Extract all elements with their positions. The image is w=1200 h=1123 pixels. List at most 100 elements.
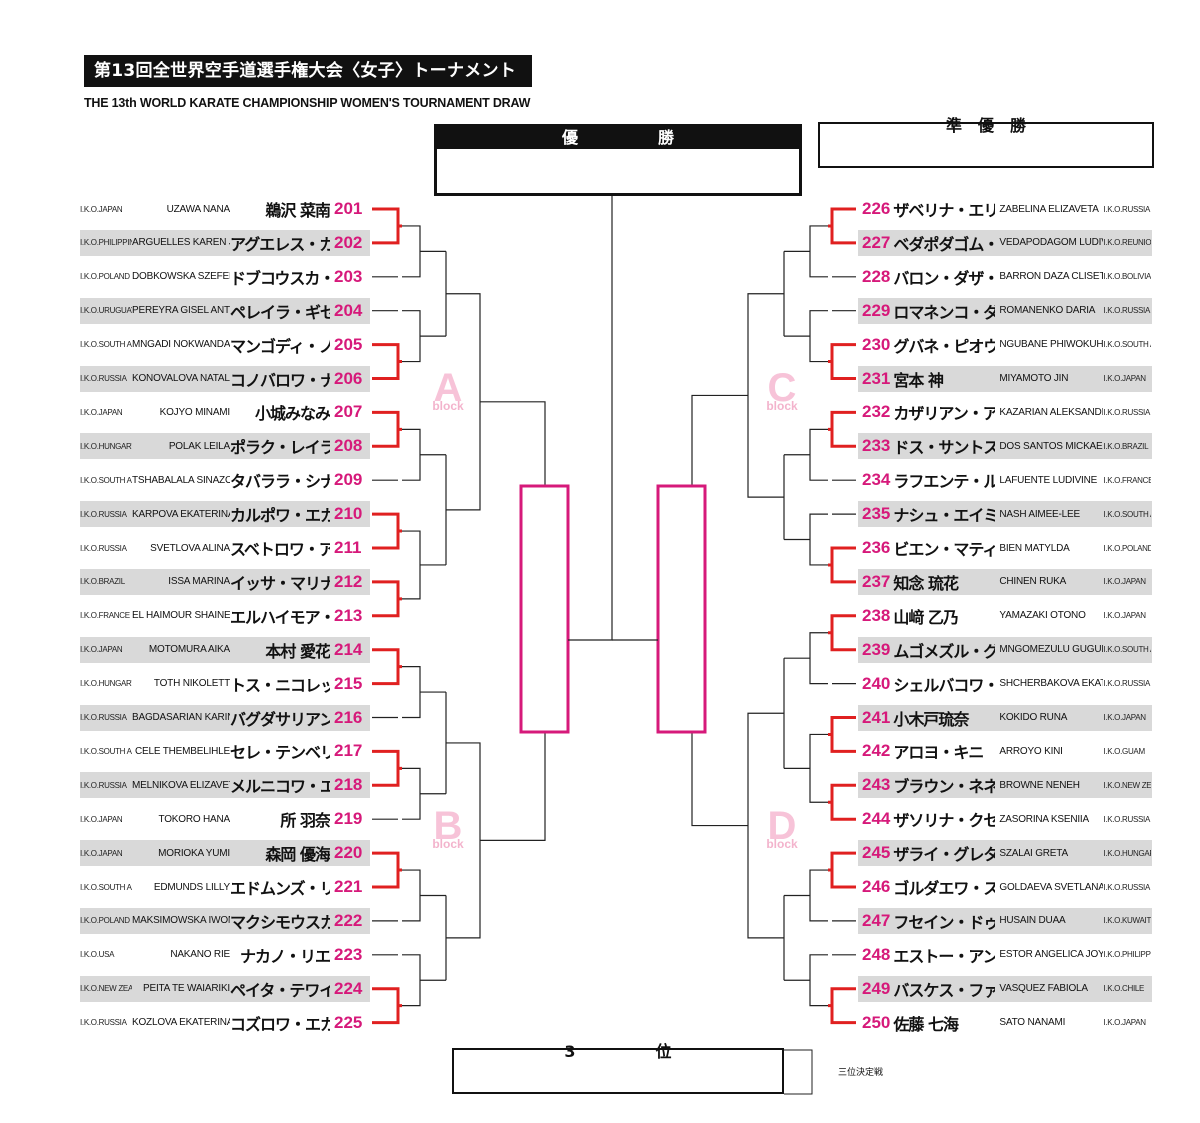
participant-roman-name: SVETLOVA ALINA: [150, 542, 230, 554]
participant-roman-name: PEITA TE WAIARIKI: [143, 983, 230, 995]
participant-kana-name: グバネ・ピオウクレ: [893, 336, 996, 356]
participant-number: 231: [862, 368, 891, 388]
bracket-line: [809, 954, 828, 1007]
winner-path-line: [372, 851, 402, 872]
participant-roman-name: GOLDAEVA SVETLANA: [999, 881, 1104, 893]
participant-kana-name: エドムンズ・リリー: [230, 879, 330, 898]
participant-org: I.K.O.JAPAN: [80, 407, 123, 417]
participant-roman-name: KOJYO MINAMI: [159, 406, 230, 418]
participant-org: I.K.O.SOUTH AFRICA: [1103, 340, 1151, 350]
participant-row: I.K.O.NEW ZEALANDPEITA TE WAIARIKIペイタ・テワ…: [80, 975, 370, 1002]
participant-roman-name: MIYAMOTO JIN: [999, 373, 1069, 384]
winner-path-line: [372, 1005, 400, 1025]
winner-path-line: [828, 716, 856, 736]
participant-number: 246: [862, 877, 891, 896]
participant-number: 216: [334, 707, 363, 727]
participant-row: I.K.O.SOUTH AFRICAEDMUNDS LILLYエドムンズ・リリー…: [80, 874, 370, 900]
participant-number: 215: [334, 673, 363, 693]
winner-path-line: [372, 987, 402, 1008]
block-c-letter: C: [767, 366, 797, 410]
participant-roman-name: KARPOVA EKATERINA: [132, 508, 230, 520]
participant-org: I.K.O.JAPAN: [1103, 577, 1146, 587]
participant-number: 229: [862, 300, 891, 320]
winner-path-line: [372, 410, 402, 431]
participant-number: 250: [862, 1012, 891, 1032]
winner-path-line: [828, 851, 856, 872]
bracket-line: [809, 310, 828, 363]
participant-kana-name: ザソリナ・クセニア: [893, 811, 996, 831]
participant-roman-name: KOZLOVA EKATERINA: [132, 1017, 230, 1029]
bracket-line: [402, 954, 421, 1007]
participant-roman-name: BAGDASARIAN KARINE: [132, 712, 230, 723]
participant-kana-name: 佐藤 七海: [893, 1014, 959, 1034]
participant-org: I.K.O.RUSSIA: [1103, 882, 1151, 892]
block-c-word: block: [766, 399, 798, 413]
participant-kana-name: ゴルダエワ・スベトラーナ: [893, 879, 996, 898]
winner-path-line: [830, 632, 856, 652]
winner-path-line: [372, 666, 400, 686]
winner-path-line: [372, 207, 402, 228]
participant-number: 232: [862, 402, 891, 422]
participant-number: 209: [334, 470, 363, 490]
participant-org: I.K.O.RUSSIA: [80, 713, 127, 722]
block-a-letter: A: [433, 366, 463, 410]
participant-org: I.K.O.PHILIPPINES: [80, 238, 132, 248]
winner-path-line: [828, 207, 856, 228]
semifinal-box-left: [519, 484, 570, 734]
winner-path-line: [372, 531, 400, 550]
bracket-line: [468, 293, 481, 511]
participant-org: I.K.O.BRAZIL: [1103, 441, 1149, 451]
bracket-line: [480, 401, 546, 486]
participant-number: 240: [862, 673, 891, 693]
participant-roman-name: TSHABALALA SINAZO: [132, 474, 230, 486]
participant-kana-name: シェルバコワ・エカテリーナ: [893, 675, 995, 695]
participant-org: I.K.O.RUSSIA: [80, 780, 127, 790]
participant-number: 201: [334, 199, 363, 218]
bracket-line: [809, 733, 828, 803]
third-place-match-label: 三位決定戦: [838, 1068, 884, 1078]
participant-number: 234: [862, 470, 891, 490]
participant-kana-name: 小木戸琉奈: [893, 709, 969, 729]
winner-path-line: [830, 1005, 856, 1025]
participant-kana-name: ナシュ・エイミーリー: [893, 506, 996, 526]
winner-path-line: [828, 614, 856, 635]
participant-org: I.K.O.BRAZIL: [80, 577, 125, 587]
participant-kana-name: 本村 愛花: [265, 641, 330, 661]
participant-roman-name: MOTOMURA AIKA: [148, 644, 230, 656]
page-title: 第13回全世界空手道選手権大会〈女子〉トーナメント表: [84, 55, 532, 113]
participant-roman-name: KAZARIAN ALEKSANDRA: [999, 406, 1103, 418]
participant-kana-name: ペイタ・テワイアリキ: [230, 980, 330, 1000]
participant-kana-name: ビエン・マティルダ: [893, 540, 996, 559]
winner-path-line: [830, 361, 856, 380]
participant-row: I.K.O.SOUTH AFRICATSHABALALA SINAZOタバララ・…: [80, 467, 370, 493]
participant-org: I.K.O.SOUTH AFRICA: [80, 746, 132, 756]
participant-roman-name: ZASORINA KSENIIA: [999, 813, 1089, 825]
participant-org: I.K.O.JAPAN: [80, 645, 123, 655]
block-d-label: D block: [762, 806, 802, 850]
semifinal-box-right: [656, 484, 707, 734]
participant-kana-name: ラフエンテ・ルドバイン: [893, 472, 996, 492]
participant-org: I.K.O.RUSSIA: [80, 509, 127, 519]
block-d-letter: D: [767, 804, 797, 848]
participant-kana-name: ペレイラ・ギセル・アントネラ: [230, 302, 330, 322]
participant-kana-name: コズロワ・エカテリーナ: [230, 1014, 330, 1034]
participant-roman-name: KONOVALOVA NATALIA: [132, 373, 230, 384]
participant-kana-name: エルハイモア・シャイネス: [230, 607, 330, 627]
participant-kana-name: 小城みなみ: [254, 404, 330, 424]
winner-path-line: [372, 648, 402, 669]
participant-org: I.K.O.GUAM: [1103, 746, 1145, 756]
participant-number: 224: [334, 978, 363, 998]
participant-roman-name: BROWNE NENEH: [999, 779, 1080, 791]
bracket-line: [402, 225, 421, 278]
participant-number: 220: [334, 843, 363, 863]
participant-roman-name: NGUBANE PHIWOKUHLE: [999, 339, 1104, 351]
winner-path-line: [372, 343, 402, 364]
